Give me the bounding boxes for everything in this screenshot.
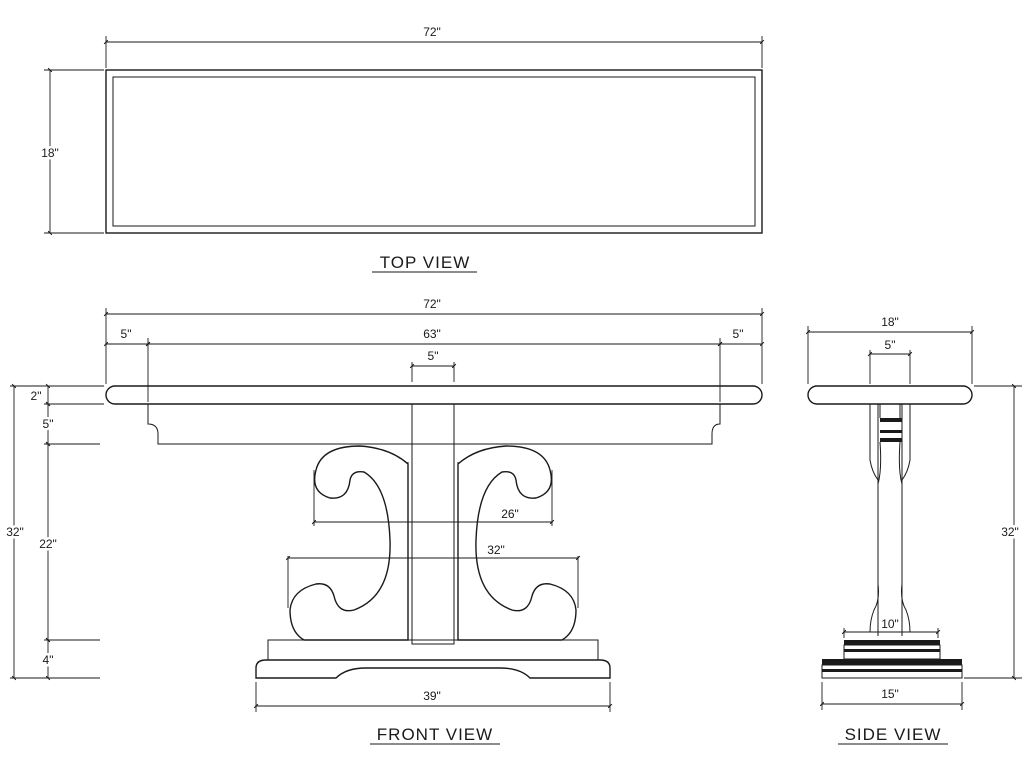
front-overhang-dimensions: 5" 63" 5"	[103, 327, 765, 402]
front-post-width-dimension: 5"	[409, 349, 457, 382]
front-plinth-width-label: 39"	[423, 689, 441, 703]
front-view: 72" 5" 63" 5" 5"	[4, 297, 765, 745]
front-plinth-width-dimension: 39"	[253, 682, 613, 712]
side-top-depth-label: 18"	[881, 315, 899, 329]
front-right-overhang-label: 5"	[733, 327, 744, 341]
side-base-band	[844, 649, 940, 652]
side-base-cap	[844, 640, 940, 645]
front-apron-width-label: 63"	[423, 327, 441, 341]
front-overall-width-dimension: 72"	[103, 297, 765, 384]
side-overall-height-label: 32"	[1001, 525, 1019, 539]
side-overall-height-dimension: 32"	[964, 383, 1022, 681]
front-center-post	[411, 403, 455, 645]
front-top-thickness-label: 2"	[31, 389, 42, 403]
top-width-label: 72"	[423, 25, 441, 39]
front-base-plinth	[255, 659, 611, 679]
front-vertical-dimensions: 2" 5" 22" 32" 4"	[4, 383, 104, 681]
front-left-overhang-label: 5"	[121, 327, 132, 341]
top-width-dimension: 72"	[103, 25, 765, 68]
front-upper-scroll-width-label: 26"	[501, 507, 519, 521]
front-right-scroll	[457, 445, 577, 641]
front-post-width-label: 5"	[428, 349, 439, 363]
front-tabletop	[105, 385, 763, 405]
top-view: 72" 18" TOP VIEW	[39, 25, 765, 273]
top-view-inner-edge	[112, 76, 756, 227]
side-plinth-cap	[822, 659, 962, 665]
side-base-depth-label: 15"	[881, 687, 899, 701]
front-left-scroll	[289, 445, 409, 641]
side-post-depth-label: 5"	[885, 338, 896, 352]
top-view-outline	[105, 69, 763, 234]
top-depth-label: 18"	[41, 146, 59, 160]
side-neck-width-dimension: 10"	[841, 615, 941, 638]
side-post-depth-dimension: 5"	[867, 338, 913, 384]
side-top-depth-dimension: 18"	[805, 315, 975, 384]
front-overall-height-label: 32"	[6, 525, 24, 539]
side-apron-band-2	[880, 430, 902, 433]
front-apron	[147, 404, 721, 445]
side-tabletop	[807, 385, 973, 405]
top-depth-dimension: 18"	[39, 67, 104, 236]
side-apron-band-1	[880, 418, 902, 422]
side-apron-band-3	[880, 438, 902, 442]
top-view-title: TOP VIEW	[380, 253, 471, 272]
front-view-title: FRONT VIEW	[377, 725, 493, 744]
side-base-depth-dimension: 15"	[819, 682, 965, 710]
front-plinth-height-label: 4"	[43, 653, 54, 667]
front-base-height-label: 22"	[39, 537, 57, 551]
side-view-title: SIDE VIEW	[845, 725, 942, 744]
side-view: 18" 5" 32" 10" 15"	[805, 315, 1022, 745]
front-lower-scroll-width-label: 32"	[487, 543, 505, 557]
front-base-upper	[267, 639, 599, 661]
front-apron-height-label: 5"	[43, 417, 54, 431]
front-scroll-dimensions: 26" 32"	[285, 470, 581, 608]
front-overall-width-label: 72"	[423, 297, 441, 311]
side-plinth-band	[822, 669, 962, 672]
side-neck-width-label: 10"	[881, 617, 899, 631]
